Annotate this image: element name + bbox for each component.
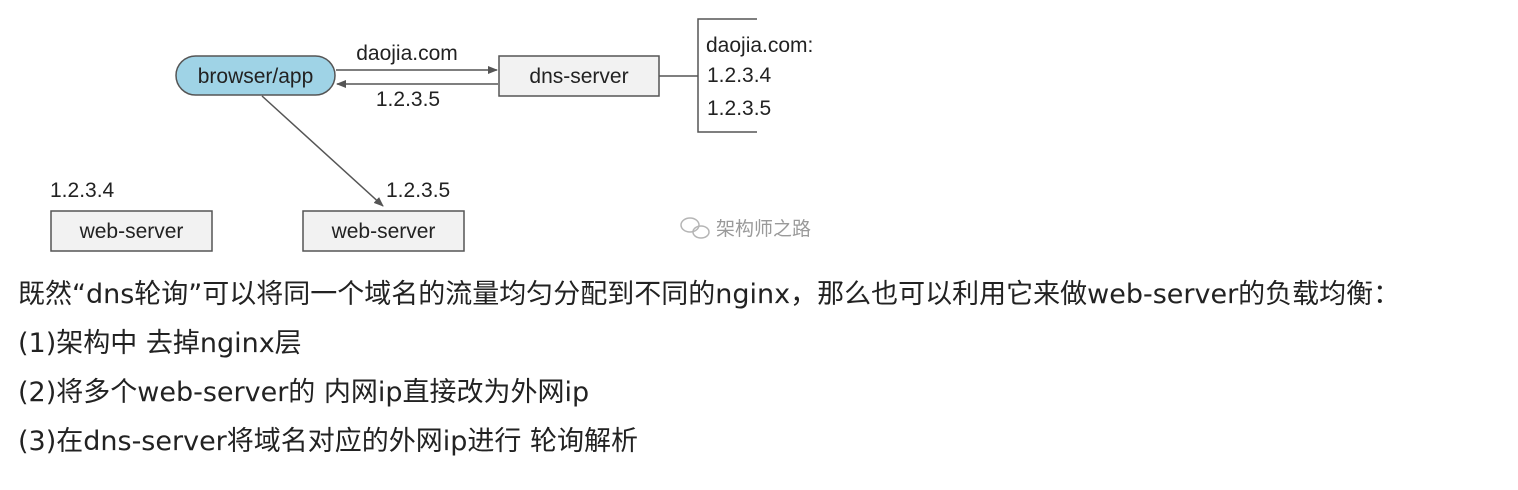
dns-round-robin-diagram: browser/app daojia.com 1.2.3.5 dns-serve…: [50, 18, 813, 252]
dns-record-ip-2: 1.2.3.5: [707, 97, 771, 120]
web-server-1-label: web-server: [79, 220, 184, 243]
watermark-text: 架构师之路: [716, 218, 811, 240]
dns-server-node: dns-server: [498, 55, 660, 97]
browser-app-label: browser/app: [198, 65, 314, 88]
web-server-1-node: web-server: [50, 210, 213, 252]
article-text: 既然“dns轮询”可以将同一个域名的流量均匀分配到不同的nginx，那么也可以利…: [18, 270, 1518, 466]
watermark: 架构师之路: [680, 217, 811, 240]
step-3: (3)在dns-server将域名对应的外网ip进行 轮询解析: [18, 426, 638, 457]
step-1: (1)架构中 去掉nginx层: [18, 328, 302, 359]
dns-record-title: daojia.com:: [706, 34, 813, 57]
web-server-2-node: web-server: [302, 210, 465, 252]
intro-paragraph: 既然“dns轮询”可以将同一个域名的流量均匀分配到不同的nginx，那么也可以利…: [18, 279, 1401, 310]
dns-record-ip-1: 1.2.3.4: [707, 64, 772, 87]
response-label: 1.2.3.5: [376, 88, 440, 111]
access-arrow: [261, 95, 384, 207]
web-server-2-label: web-server: [331, 220, 436, 243]
dns-record-bracket: [697, 18, 757, 133]
dns-server-label: dns-server: [529, 65, 628, 88]
web-server-2-ip: 1.2.3.5: [386, 179, 450, 202]
step-2: (2)将多个web-server的 内网ip直接改为外网ip: [18, 377, 590, 408]
browser-app-node: browser/app: [175, 55, 336, 96]
wechat-icon: [680, 217, 710, 239]
request-label: daojia.com: [356, 42, 458, 65]
web-server-1-ip: 1.2.3.4: [50, 179, 115, 202]
